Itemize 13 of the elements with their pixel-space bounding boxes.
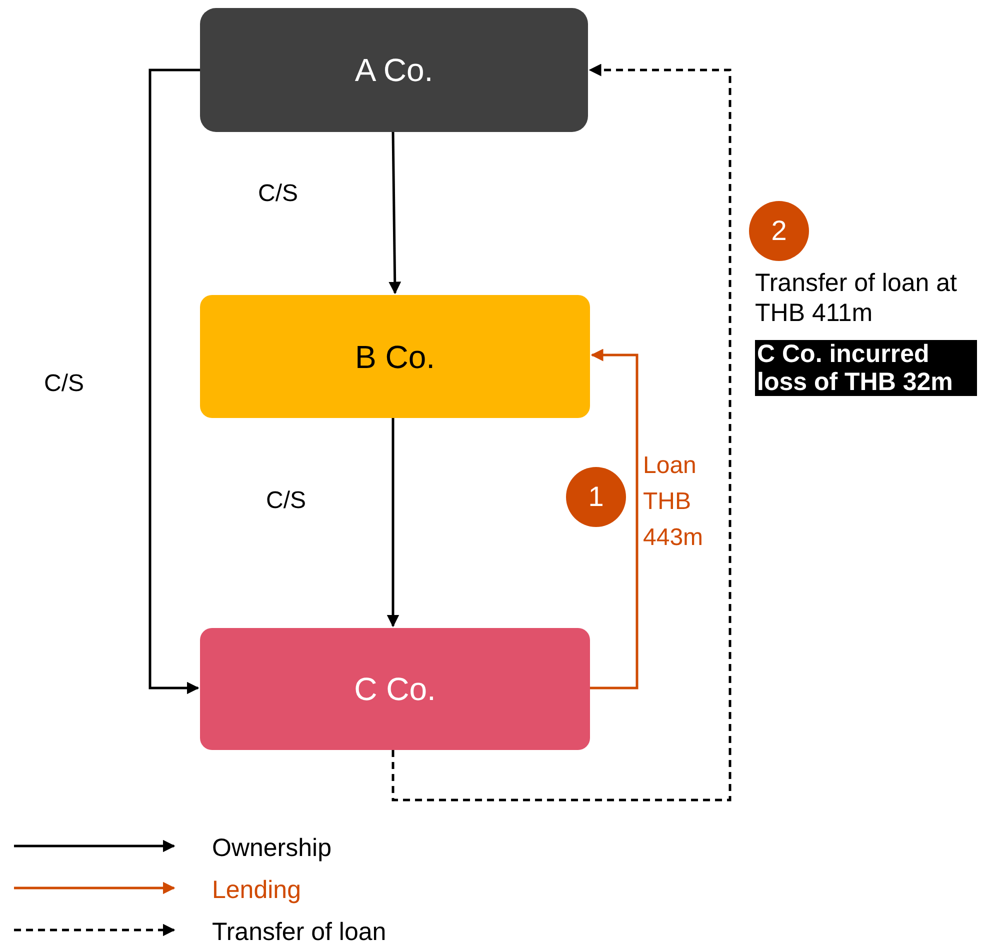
highlight-note: C Co. incurred loss of THB 32m bbox=[755, 340, 977, 396]
legend-text: Lending bbox=[212, 875, 301, 905]
arrow bbox=[388, 132, 402, 294]
arrow bbox=[386, 418, 400, 628]
company-box: C Co. bbox=[200, 628, 590, 750]
company-box: A Co. bbox=[200, 8, 588, 132]
legend-text: Transfer of loan bbox=[212, 917, 386, 947]
company-box: B Co. bbox=[200, 295, 590, 418]
arrow bbox=[148, 68, 200, 694]
legend-text: Ownership bbox=[212, 833, 332, 863]
arrow bbox=[392, 64, 732, 802]
note-text: Transfer of loan at THB 411m bbox=[755, 268, 958, 328]
arrow bbox=[590, 348, 638, 690]
